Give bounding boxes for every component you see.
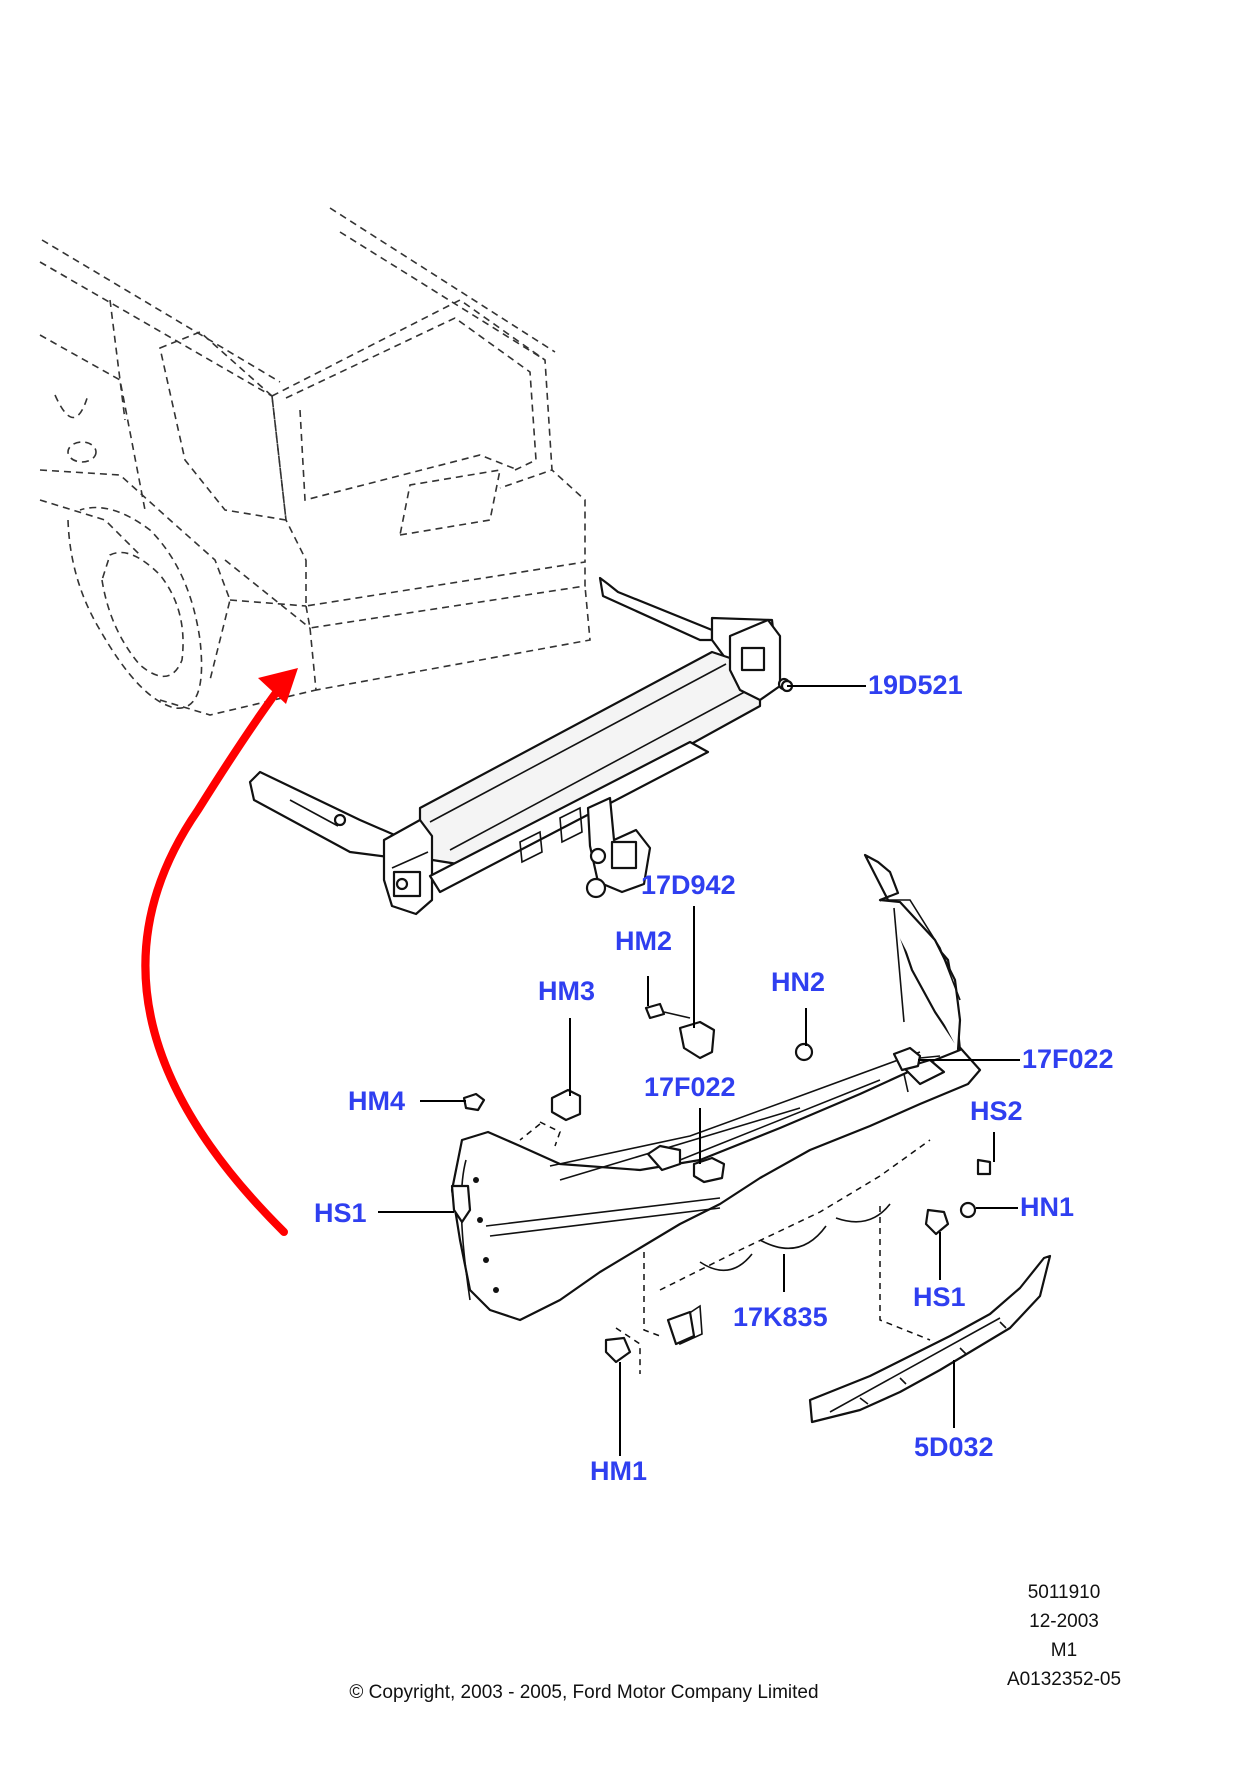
lower-valance — [808, 1254, 1052, 1424]
callout-HS2: HS2 — [970, 1096, 1023, 1126]
callout-17D942: 17D942 — [641, 870, 736, 900]
copyright-notice: © Copyright, 2003 - 2005, Ford Motor Com… — [349, 1682, 818, 1703]
reference-number: 5011910 — [1028, 1582, 1101, 1603]
callout-19D521: 19D521 — [868, 670, 963, 700]
tow-bar-assembly — [248, 576, 791, 916]
callout-HS1-left: HS1 — [314, 1198, 367, 1228]
model-code: M1 — [1051, 1640, 1077, 1661]
callout-5D032: 5D032 — [914, 1432, 994, 1462]
callout-labels: 19D521 17D942 HM2 HN2 HM3 17F022 17F022 … — [314, 670, 1114, 1486]
callout-HM4: HM4 — [348, 1086, 405, 1116]
callout-17K835: 17K835 — [733, 1302, 828, 1332]
callout-HM3: HM3 — [538, 976, 595, 1006]
callout-HN2: HN2 — [771, 967, 825, 997]
callout-HN1: HN1 — [1020, 1192, 1074, 1222]
vehicle-outline — [39, 207, 591, 716]
bumper-cover — [450, 853, 982, 1374]
fasteners — [450, 679, 992, 1364]
footer-info: 5011910 12-2003 M1 A0132352-05 © Copyrig… — [349, 1582, 1121, 1703]
callout-HM2: HM2 — [615, 926, 672, 956]
leader-lines — [378, 685, 1020, 1456]
callout-17F022-right: 17F022 — [1022, 1044, 1114, 1074]
callout-HS1-right: HS1 — [913, 1282, 966, 1312]
drawing-date: 12-2003 — [1029, 1611, 1099, 1632]
callout-17F022-left: 17F022 — [644, 1072, 736, 1102]
direction-arrow — [141, 668, 298, 1236]
drawing-id: A0132352-05 — [1007, 1669, 1121, 1690]
callout-HM1: HM1 — [590, 1456, 647, 1486]
